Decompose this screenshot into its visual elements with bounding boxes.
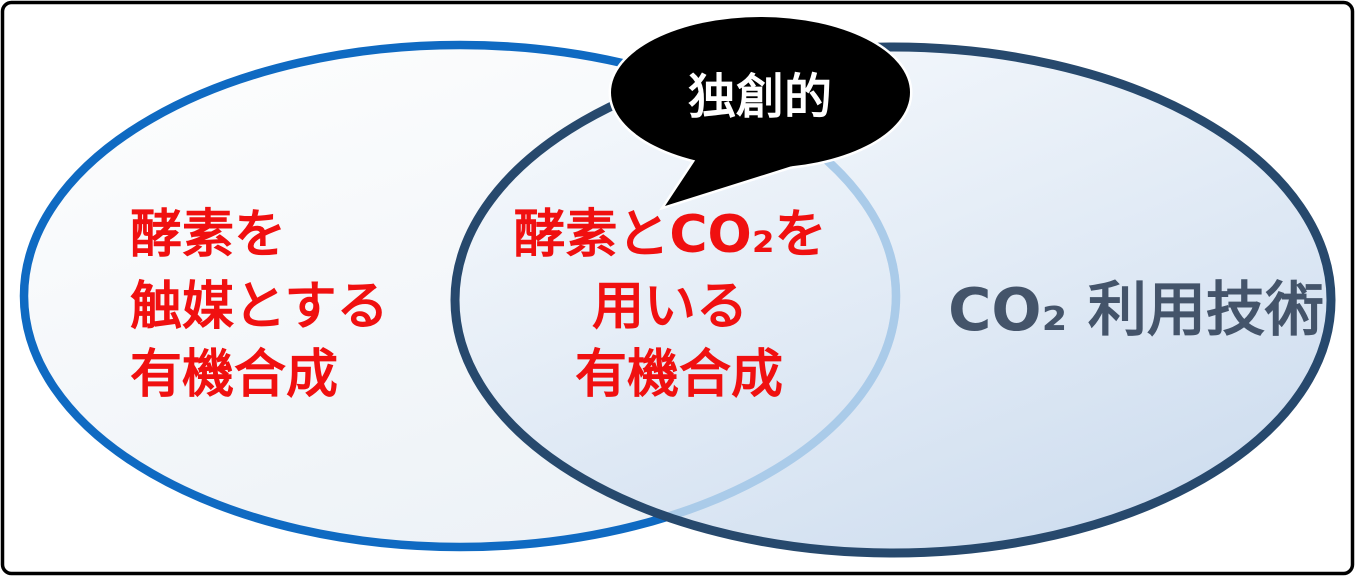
speech-bubble (608, 14, 913, 211)
left-circle-label: 酵素を 触媒とする 有機合成 (130, 205, 407, 405)
left-circle-label-line-3: 有機合成 (130, 345, 338, 405)
speech-bubble-label: 独創的 (688, 69, 832, 125)
intersection-label-line-3: 有機合成 (575, 345, 783, 405)
speech-bubble-body (611, 17, 910, 168)
speech-bubble-tail (665, 150, 792, 206)
right-circle-label: CO₂ 利用技術 (948, 275, 1324, 344)
left-circle-label-line-2: 触媒とする (130, 277, 388, 337)
intersection-label-line-2: 用いる (592, 277, 748, 337)
right-ellipse-outline (450, 42, 1336, 558)
intersection-label-line-1: 酵素とCO₂を (513, 205, 826, 265)
left-circle-label-line-1: 酵素を (130, 205, 286, 265)
intersection-label: 酵素とCO₂を 用いる 有機合成 (513, 205, 844, 405)
